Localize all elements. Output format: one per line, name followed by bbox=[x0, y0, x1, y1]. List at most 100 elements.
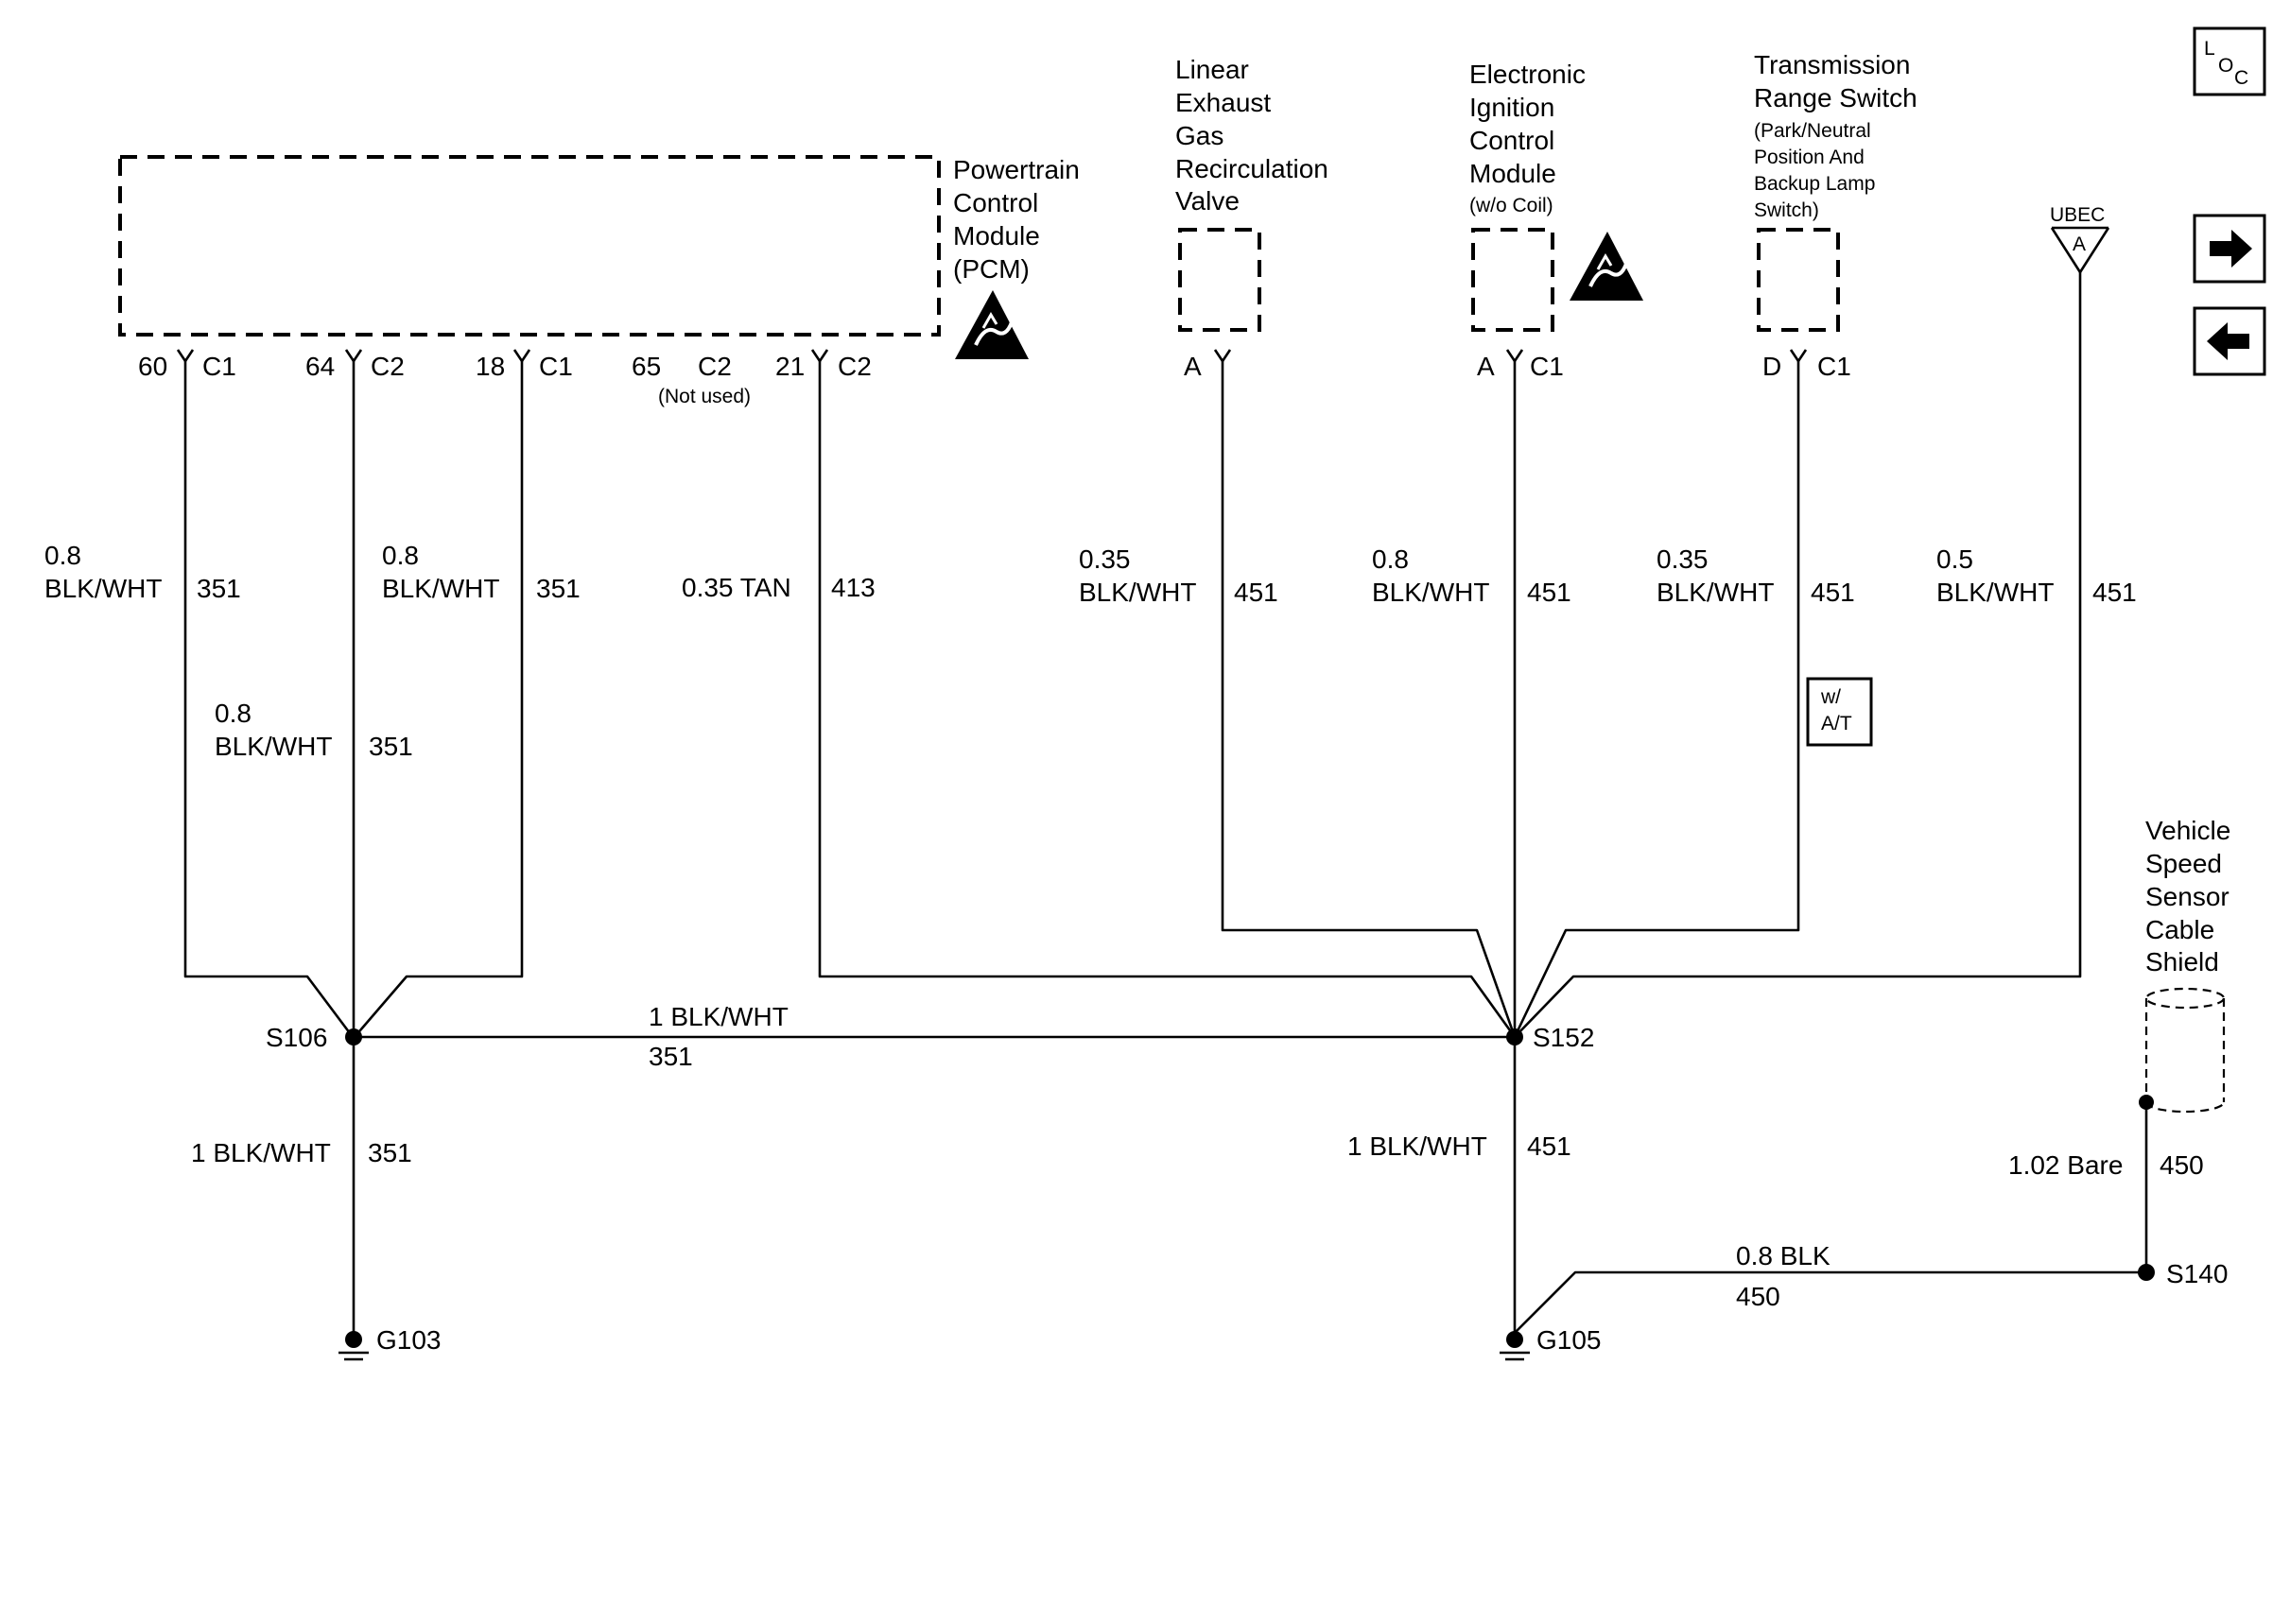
pcm-pin-connector: C2 bbox=[838, 352, 872, 381]
trs-note-line1: (Park/Neutral bbox=[1754, 120, 1871, 142]
pcm-pin-18: 18 C1 bbox=[476, 349, 573, 381]
pin-connector-symbol bbox=[1505, 349, 1524, 364]
egr-dashed-box bbox=[1178, 228, 1261, 332]
wire-circuit: 351 bbox=[368, 1138, 412, 1167]
trs-label-line2: Range Switch bbox=[1754, 83, 1917, 112]
esd-icon bbox=[955, 290, 1029, 359]
wire-trs bbox=[1513, 361, 1800, 1038]
pin-connector-symbol bbox=[344, 349, 363, 364]
wire-gauge: 0.35 bbox=[1657, 544, 1709, 574]
trs-note-line4: Switch) bbox=[1754, 199, 1819, 221]
splice-label: S106 bbox=[266, 1023, 327, 1052]
next-page-button[interactable] bbox=[2193, 214, 2266, 284]
trs-pin: D bbox=[1762, 352, 1781, 381]
icm-component: Electronic Ignition Control Module (w/o … bbox=[1469, 60, 1643, 381]
icm-label-line4: Module bbox=[1469, 159, 1556, 188]
shield-drain-dot bbox=[2139, 1095, 2154, 1110]
loc-button[interactable]: L O C bbox=[2193, 26, 2266, 96]
prev-page-button[interactable] bbox=[2193, 306, 2266, 376]
icm-pin-connector: C1 bbox=[1530, 352, 1564, 381]
pin-connector-symbol bbox=[176, 349, 195, 364]
wire-spec: 1 BLK/WHT bbox=[1347, 1132, 1487, 1161]
vss-label-line2: Speed bbox=[2145, 849, 2222, 878]
icm-label-note: (w/o Coil) bbox=[1469, 195, 1553, 216]
pcm-pin-64: 64 C2 bbox=[305, 349, 405, 381]
wire-circuit: 351 bbox=[649, 1042, 693, 1071]
pcm-pin-21: 21 C2 bbox=[775, 349, 872, 381]
wire-circuit: 451 bbox=[1527, 578, 1571, 607]
pcm-pin-connector: C1 bbox=[539, 352, 573, 381]
icm-label-line1: Electronic bbox=[1469, 60, 1586, 89]
pcm-pin-number: 65 bbox=[632, 352, 661, 381]
icm-label-line2: Ignition bbox=[1469, 93, 1554, 122]
pin-connector-symbol bbox=[810, 349, 829, 364]
vss-label-line5: Shield bbox=[2145, 947, 2219, 976]
option-note-line2: A/T bbox=[1821, 713, 1852, 734]
wire-spec: 0.8 BLK bbox=[1736, 1241, 1831, 1270]
shield-cylinder-icon bbox=[2144, 987, 2226, 1114]
vss-label-line4: Cable bbox=[2145, 915, 2214, 944]
wire-ubec bbox=[1514, 272, 2082, 1038]
icm-label-line3: Control bbox=[1469, 126, 1554, 155]
wire-s140-g105 bbox=[1514, 1270, 2146, 1334]
egr-label-line4: Recirculation bbox=[1175, 154, 1328, 183]
icm-pin: A bbox=[1477, 352, 1495, 381]
pcm-pin-number: 21 bbox=[775, 352, 805, 381]
pcm-pin-65: 65 C2 (Not used) bbox=[632, 352, 751, 407]
trs-dashed-box bbox=[1757, 228, 1840, 332]
splice-s152: S152 bbox=[1506, 1023, 1594, 1052]
wire-circuit: 351 bbox=[197, 574, 241, 603]
wire-circuit: 450 bbox=[2160, 1150, 2204, 1180]
pcm-label-line3: Module bbox=[953, 221, 1040, 251]
esd-icon bbox=[1570, 232, 1643, 301]
wire-spec: 1 BLK/WHT bbox=[649, 1002, 789, 1031]
wire-egr bbox=[1221, 361, 1517, 1038]
wire-circuit: 450 bbox=[1736, 1282, 1780, 1311]
egr-label-line1: Linear bbox=[1175, 55, 1249, 84]
wire-color: BLK/WHT bbox=[1372, 578, 1489, 607]
wire-pcm21 bbox=[818, 361, 1517, 1038]
wire-pcm60 bbox=[183, 361, 355, 1038]
pin-connector-symbol bbox=[1789, 349, 1808, 364]
wire-circuit: 451 bbox=[1527, 1132, 1571, 1161]
wire-circuit: 451 bbox=[2092, 578, 2137, 607]
wire-labels: 0.8 BLK/WHT 351 0.8 BLK/WHT 351 0.8 BLK/… bbox=[44, 541, 2204, 1311]
ground-icon bbox=[338, 1331, 369, 1361]
option-note-line1: w/ bbox=[1820, 686, 1841, 708]
wire-circuit: 451 bbox=[1811, 578, 1855, 607]
wire-gauge: 0.8 bbox=[382, 541, 419, 570]
option-note-box bbox=[1806, 677, 1873, 747]
pcm-pin-connector: C1 bbox=[202, 352, 236, 381]
pcm-pin-number: 18 bbox=[476, 352, 505, 381]
wire-color: BLK/WHT bbox=[382, 574, 499, 603]
ground-g105: G105 bbox=[1500, 1325, 1602, 1361]
wire-gauge: 0.35 bbox=[1079, 544, 1131, 574]
splice-label: S152 bbox=[1533, 1023, 1594, 1052]
pcm-pin-not-used-note: (Not used) bbox=[658, 386, 751, 407]
pcm-pin-number: 60 bbox=[138, 352, 167, 381]
egr-label-line2: Exhaust bbox=[1175, 88, 1271, 117]
wire-gauge: 0.8 bbox=[1372, 544, 1409, 574]
wire-spec: 1.02 Bare bbox=[2008, 1150, 2123, 1180]
wire-spec: 0.35 TAN bbox=[682, 573, 791, 602]
icm-dashed-box bbox=[1471, 228, 1554, 332]
splice-dot bbox=[345, 1028, 362, 1045]
egr-label-line5: Valve bbox=[1175, 186, 1240, 216]
wire-circuit: 413 bbox=[831, 573, 876, 602]
pcm-pin-number: 64 bbox=[305, 352, 335, 381]
pcm-dashed-box bbox=[118, 155, 941, 337]
pcm-pin-connector: C2 bbox=[698, 352, 732, 381]
wire-color: BLK/WHT bbox=[1657, 578, 1774, 607]
wire-color: BLK/WHT bbox=[1079, 578, 1196, 607]
pcm-label-line2: Control bbox=[953, 188, 1038, 217]
wire-color: BLK/WHT bbox=[1936, 578, 2054, 607]
trs-label-line1: Transmission bbox=[1754, 50, 1910, 79]
wire-gauge: 0.8 bbox=[44, 541, 81, 570]
wire-circuit: 351 bbox=[369, 732, 413, 761]
ubec-connector: UBEC A bbox=[2050, 204, 2110, 274]
egr-label-line3: Gas bbox=[1175, 121, 1223, 150]
arrow-right-icon bbox=[2210, 230, 2252, 268]
trs-component: Transmission Range Switch (Park/Neutral … bbox=[1754, 50, 1917, 381]
wire-lines bbox=[183, 272, 2148, 1334]
